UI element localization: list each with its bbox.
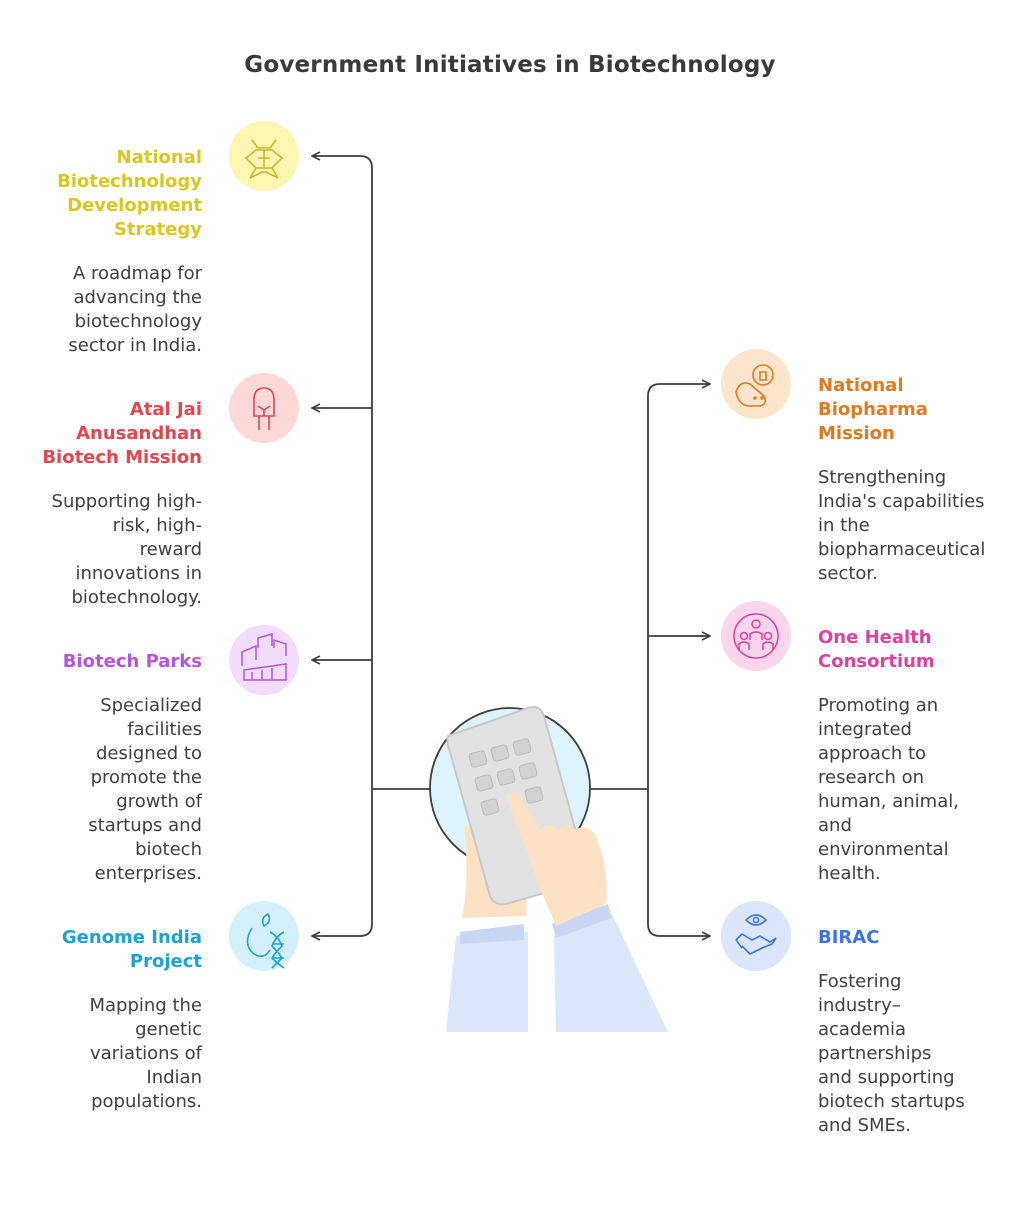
initiative-heading: National Biotechnology Development Strat… <box>57 147 202 240</box>
initiative-heading: One Health Consortium <box>818 627 935 672</box>
lightbulb-icon <box>253 387 275 430</box>
initiative-heading: Atal Jai Anusandhan Biotech Mission <box>42 399 202 468</box>
icon-one-health <box>721 601 791 671</box>
hand-calculator-icon <box>429 706 668 1032</box>
people-group-icon <box>733 613 779 659</box>
icon-birac <box>721 901 791 971</box>
initiative-one-health: One Health Consortium Promoting an integ… <box>818 626 1028 886</box>
initiative-genome-india: Genome India Project Mapping the genetic… <box>2 926 202 1114</box>
dna-network-icon <box>244 139 284 179</box>
initiative-description: Promoting an integrated approach to rese… <box>818 695 959 884</box>
initiative-birac: BIRAC Fostering industry– academia partn… <box>818 926 1028 1138</box>
initiative-heading: Biotech Parks <box>62 651 202 672</box>
initiative-description: Fostering industry– academia partnership… <box>818 971 965 1136</box>
initiative-description: A roadmap for advancing the biotechnolog… <box>68 263 202 356</box>
initiative-heading: National Biopharma Mission <box>818 375 928 444</box>
icon-biotech-parks <box>229 625 299 695</box>
page-title: Government Initiatives in Biotechnology <box>244 52 776 78</box>
initiative-heading: BIRAC <box>818 927 880 948</box>
icon-genome-india <box>229 901 299 971</box>
initiative-description: Specialized facilities designed to promo… <box>88 695 202 884</box>
right-connectors <box>590 384 710 936</box>
initiative-description: Strengthening India's capabilities in th… <box>818 467 986 584</box>
left-connectors <box>312 156 432 936</box>
icon-national-biopharma <box>721 349 791 419</box>
initiative-national-biotech-strategy: National Biotechnology Development Strat… <box>2 146 202 358</box>
buildings-icon <box>241 633 287 681</box>
hand-medicine-icon <box>735 364 774 407</box>
dna-plant-icon <box>246 912 285 969</box>
initiative-description: Supporting high- risk, high- reward inno… <box>51 491 202 608</box>
initiative-atal-jai-mission: Atal Jai Anusandhan Biotech Mission Supp… <box>2 398 202 610</box>
icon-national-biotech-strategy <box>229 121 299 191</box>
initiative-description: Mapping the genetic variations of Indian… <box>89 995 202 1112</box>
initiative-national-biopharma: National Biopharma Mission Strengthening… <box>818 374 1028 586</box>
handshake-eye-icon <box>735 914 777 955</box>
initiative-biotech-parks: Biotech Parks Specialized facilities des… <box>2 650 202 886</box>
icon-atal-jai-mission <box>229 373 299 443</box>
initiative-heading: Genome India Project <box>61 927 202 972</box>
